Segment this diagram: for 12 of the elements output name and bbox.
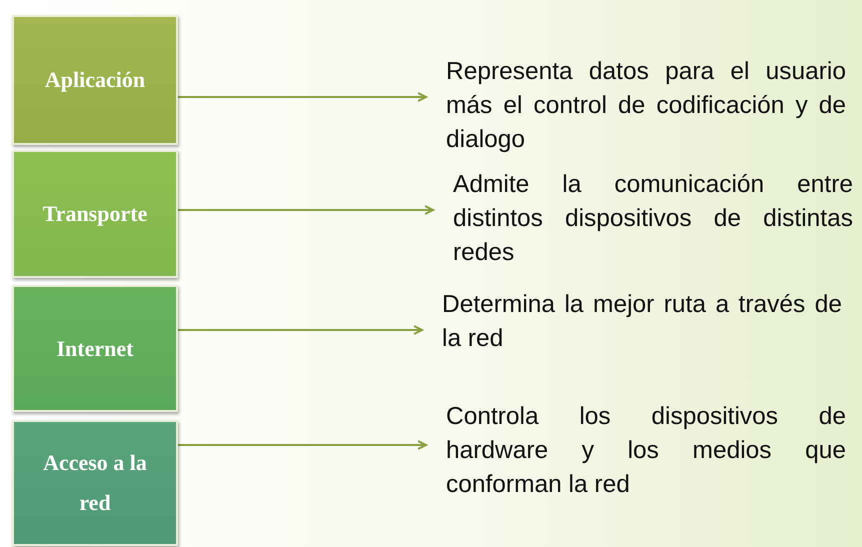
description-text: Admite la comunicación entre distintos dispositivos de distintas redes bbox=[453, 168, 853, 270]
arrow bbox=[178, 205, 434, 215]
layer-box: Internet bbox=[12, 285, 178, 412]
layer-box: Acceso a la red bbox=[12, 420, 178, 546]
description-text: Determina la mejor ruta a través de la red bbox=[442, 288, 842, 356]
arrow bbox=[178, 92, 427, 102]
layer-box: Transporte bbox=[12, 150, 178, 278]
layer-box: Aplicación bbox=[12, 15, 178, 145]
description-text: Representa datos para el usuario más el control de codificación y de dialogo bbox=[446, 55, 846, 157]
description-text: Controla los dispositivos de hardware y los medios que conforman la red bbox=[446, 400, 846, 502]
arrow bbox=[178, 440, 427, 450]
arrow bbox=[178, 325, 423, 335]
